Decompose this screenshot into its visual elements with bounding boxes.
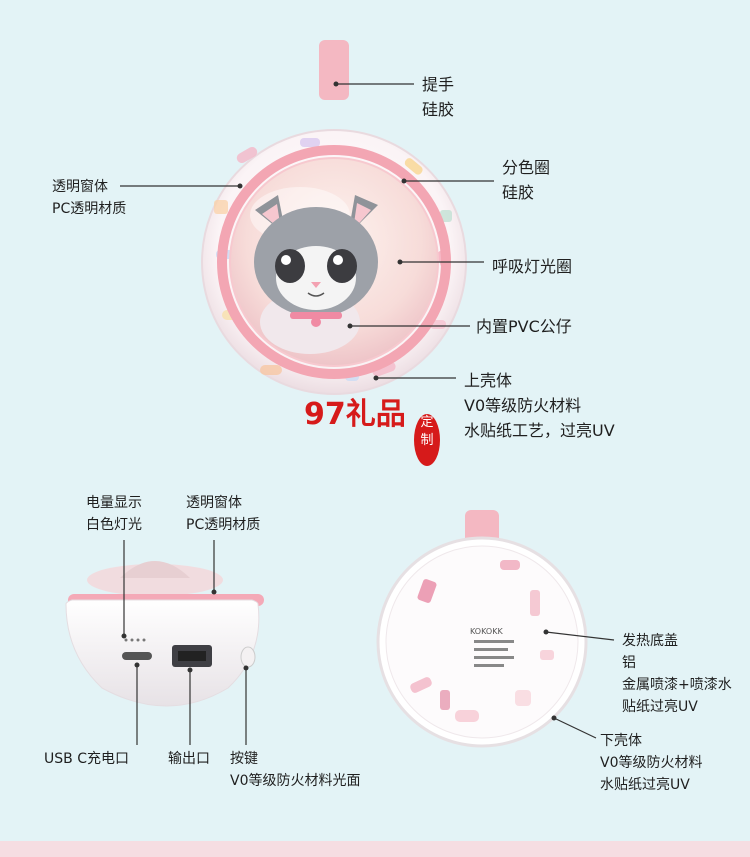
label-strap: 提手硅胶 bbox=[422, 75, 455, 119]
side-view-device bbox=[65, 561, 264, 707]
leader-lines-bottom-right bbox=[545, 631, 615, 739]
label-ring: 分色圈硅胶 bbox=[502, 158, 551, 202]
strap bbox=[319, 40, 349, 100]
label-breath-light: 呼吸灯光圈 bbox=[492, 257, 573, 276]
leader-lines-bottom-left bbox=[123, 540, 247, 745]
label-heat-cover: 发热底盖铝 金属喷漆+喷漆水贴纸过亮UV bbox=[622, 633, 732, 715]
bottom-bar bbox=[0, 841, 750, 857]
leader-lines-top bbox=[120, 83, 494, 379]
label-battery-indicator: 电量显示白色灯光 bbox=[86, 495, 142, 533]
label-figure: 内置PVC公仔 bbox=[476, 317, 572, 336]
seal-stamp bbox=[414, 414, 440, 466]
seal-text: 定制 bbox=[420, 415, 434, 448]
back-brand-text: KOKOKK bbox=[470, 627, 503, 636]
cat-figure bbox=[254, 195, 378, 354]
back-view-device bbox=[376, 510, 588, 748]
label-output-port: 输出口 bbox=[168, 751, 210, 767]
label-usb-port: USB C充电口 bbox=[44, 751, 129, 767]
brand-logo: 97礼品 bbox=[304, 397, 406, 432]
